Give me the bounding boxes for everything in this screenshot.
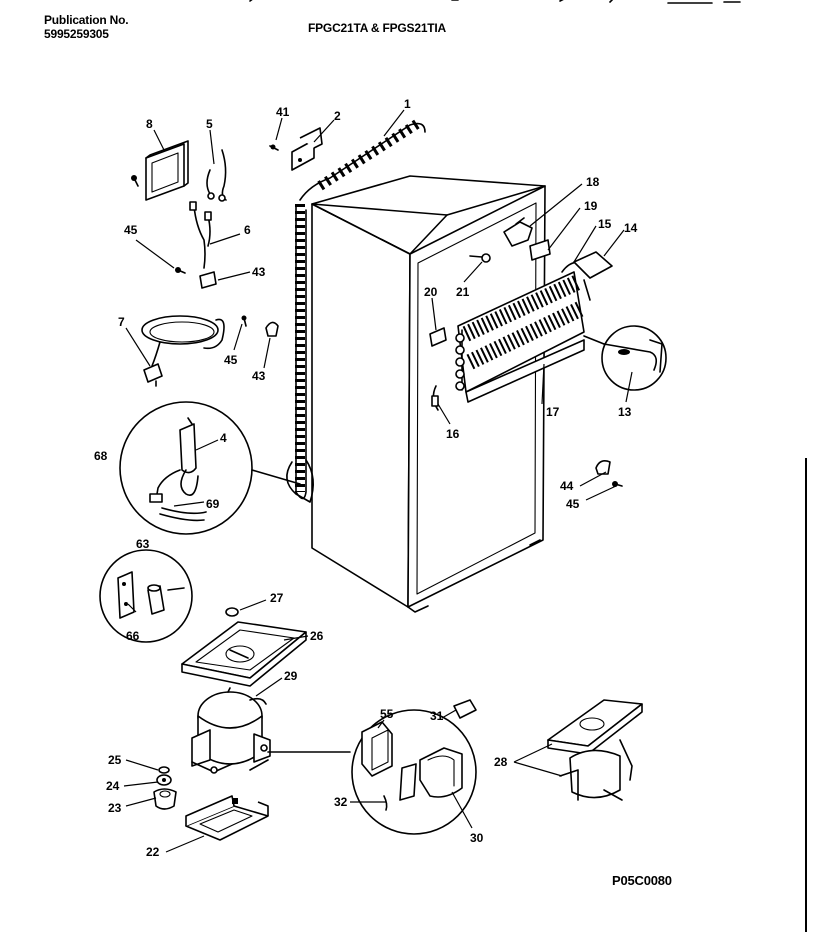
part-45-screws <box>131 175 623 487</box>
diagram-code: P05C0080 <box>612 873 672 888</box>
callout-26: 26 <box>310 629 324 643</box>
page-top-edge-marks <box>249 0 741 4</box>
callout-labels: 1 2 41 8 5 6 45 43 7 45 43 18 19 15 14 2… <box>94 97 638 859</box>
callout-5: 5 <box>206 117 213 131</box>
callout-7: 7 <box>118 315 125 329</box>
part-68-drier-detail <box>119 401 301 535</box>
callout-43-b: 43 <box>252 369 266 383</box>
callout-44: 44 <box>560 479 574 493</box>
callout-23: 23 <box>108 801 122 815</box>
callout-63: 63 <box>136 537 150 551</box>
callout-29: 29 <box>284 669 298 683</box>
callout-13: 13 <box>618 405 632 419</box>
callout-45-a: 45 <box>124 223 138 237</box>
publication-number: 5995259305 <box>44 27 109 41</box>
part-16-sensor <box>431 385 439 411</box>
callout-22: 22 <box>146 845 160 859</box>
callout-18: 18 <box>586 175 600 189</box>
callout-41: 41 <box>276 105 290 119</box>
part-18-fitting <box>503 217 533 247</box>
part-6-wire-harness <box>189 201 212 269</box>
callout-24: 24 <box>106 779 120 793</box>
callout-17: 17 <box>546 405 560 419</box>
callout-21: 21 <box>456 285 470 299</box>
callout-43-a: 43 <box>252 265 266 279</box>
callout-45-c: 45 <box>566 497 580 511</box>
callout-16: 16 <box>446 427 460 441</box>
callout-32: 32 <box>334 795 348 809</box>
callout-14: 14 <box>624 221 638 235</box>
part-44-clip <box>595 460 611 475</box>
part-23-25-grommets <box>153 766 177 810</box>
part-43-clip-lower <box>265 321 279 337</box>
callout-1: 1 <box>404 97 411 111</box>
part-7-power-cord <box>141 315 225 387</box>
part-19-bracket <box>529 239 551 261</box>
part-13-detail <box>583 325 667 391</box>
part-2-bracket <box>291 127 323 171</box>
part-63-capacitor-detail <box>99 549 193 643</box>
part-8-cover <box>145 140 189 201</box>
part-29-compressor <box>191 687 351 774</box>
condenser-coil <box>286 117 426 503</box>
callout-69: 69 <box>206 497 220 511</box>
part-43-clip <box>199 271 217 289</box>
publication-label: Publication No. <box>44 13 129 27</box>
callout-55: 55 <box>380 707 394 721</box>
callout-28: 28 <box>494 755 508 769</box>
callout-2: 2 <box>334 109 341 123</box>
callout-4: 4 <box>220 431 227 445</box>
part-41-screw <box>269 144 279 151</box>
part-22-base-bracket <box>185 795 269 841</box>
callout-68: 68 <box>94 449 108 463</box>
part-17-evaporator <box>455 261 587 403</box>
leader-lines <box>123 109 633 853</box>
callout-45-b: 45 <box>224 353 238 367</box>
callout-8: 8 <box>146 117 153 131</box>
part-28-compressor-assembly <box>547 699 643 801</box>
part-21-fastener <box>469 253 491 263</box>
callout-19: 19 <box>584 199 598 213</box>
callout-27: 27 <box>270 591 284 605</box>
callout-66: 66 <box>126 629 140 643</box>
callout-25: 25 <box>108 753 122 767</box>
callout-15: 15 <box>598 217 612 231</box>
callout-31: 31 <box>430 709 444 723</box>
part-14-tray <box>573 251 613 301</box>
part-20-thermostat <box>429 327 447 347</box>
callout-30: 30 <box>470 831 484 845</box>
callout-20: 20 <box>424 285 438 299</box>
part-5-wire <box>206 149 227 202</box>
callout-6: 6 <box>244 223 251 237</box>
relay-overload-detail <box>351 699 477 835</box>
model-numbers: FPGC21TA & FPGS21TIA <box>308 21 447 35</box>
part-27-grommet <box>225 607 239 617</box>
